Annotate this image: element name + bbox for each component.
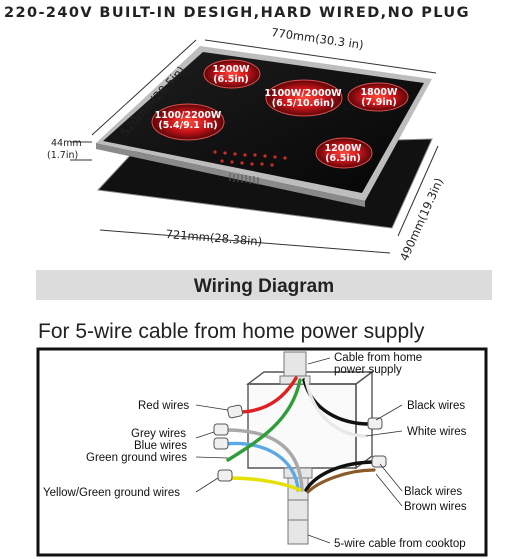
burner-1 <box>203 59 261 89</box>
wire-yellow <box>228 476 302 492</box>
junction-box <box>245 370 375 470</box>
label-cable-cooktop: 5-wire cable from cooktop <box>334 538 466 550</box>
wire-black-bottom <box>304 460 378 492</box>
wire-green <box>226 378 302 462</box>
label-cable-home-2: power supply <box>334 364 402 376</box>
dimension-lines <box>70 39 439 254</box>
label-black-wires-bottom: Black wires <box>404 486 462 498</box>
burner-2-power: 1100W/2000W <box>264 88 342 99</box>
label-cable-home-1: Cable from home <box>334 352 422 364</box>
burner-3-size: (7.9in) <box>361 97 397 108</box>
label-grey-wires: Grey wires <box>131 428 186 440</box>
wires <box>224 376 378 494</box>
burner-3 <box>347 82 409 112</box>
conduit-bottom <box>283 467 313 545</box>
label-white-wires: White wires <box>407 426 467 438</box>
label-black-wires-top: Black wires <box>407 400 465 412</box>
label-brown-wires: Brown wires <box>404 501 467 513</box>
burner-1-power: 1200W <box>213 64 250 75</box>
burner-5-size: (6.5in) <box>325 153 361 164</box>
burner-4 <box>151 103 225 141</box>
touch-controls <box>213 150 287 167</box>
burner-4-power: 1100/2200W <box>155 110 222 121</box>
dimension-thickness-in: (1.7in) <box>47 150 78 161</box>
leader-lines <box>195 357 403 544</box>
label-blue-wires: Blue wires <box>134 440 187 452</box>
subtitle: For 5-wire cable from home power supply <box>38 320 425 343</box>
wiring-panel-border <box>36 347 488 557</box>
burner-3-power: 1800W <box>361 87 398 98</box>
wire-blue <box>224 441 300 492</box>
cooktop-illustration: 1200W (6.5in) 1100W/2000W (6.5/10.6in) 1… <box>96 46 433 229</box>
wire-nuts <box>213 404 387 482</box>
vent-slots <box>229 173 259 185</box>
wire-grey <box>224 428 304 492</box>
burner-2-size: (6.5/10.6in) <box>272 98 334 109</box>
wire-red <box>236 376 298 414</box>
wire-brown <box>306 468 376 494</box>
dimension-top-width: 770mm(30.3 in) <box>270 25 364 52</box>
wire-white <box>304 378 368 438</box>
dimension-thickness-mm: 44mm <box>51 138 82 149</box>
label-red-wires: Red wires <box>138 400 189 412</box>
label-yellow-green-ground: Yellow/Green ground wires <box>43 487 180 499</box>
burner-1-size: (6.5in) <box>213 74 249 85</box>
label-green-ground: Green ground wires <box>86 452 187 464</box>
burner-4-size: (5.4/9.1 in) <box>158 120 217 131</box>
burner-2 <box>265 79 343 117</box>
dimension-cutout-width: 721mm(28.38in) <box>165 227 263 249</box>
section-band <box>36 270 492 300</box>
header-title: 220-240V BUILT-IN DESIGH,HARD WIRED,NO P… <box>4 5 470 21</box>
burner-5-power: 1200W <box>325 143 362 154</box>
burner-5 <box>315 137 373 169</box>
section-title: Wiring Diagram <box>194 276 334 297</box>
